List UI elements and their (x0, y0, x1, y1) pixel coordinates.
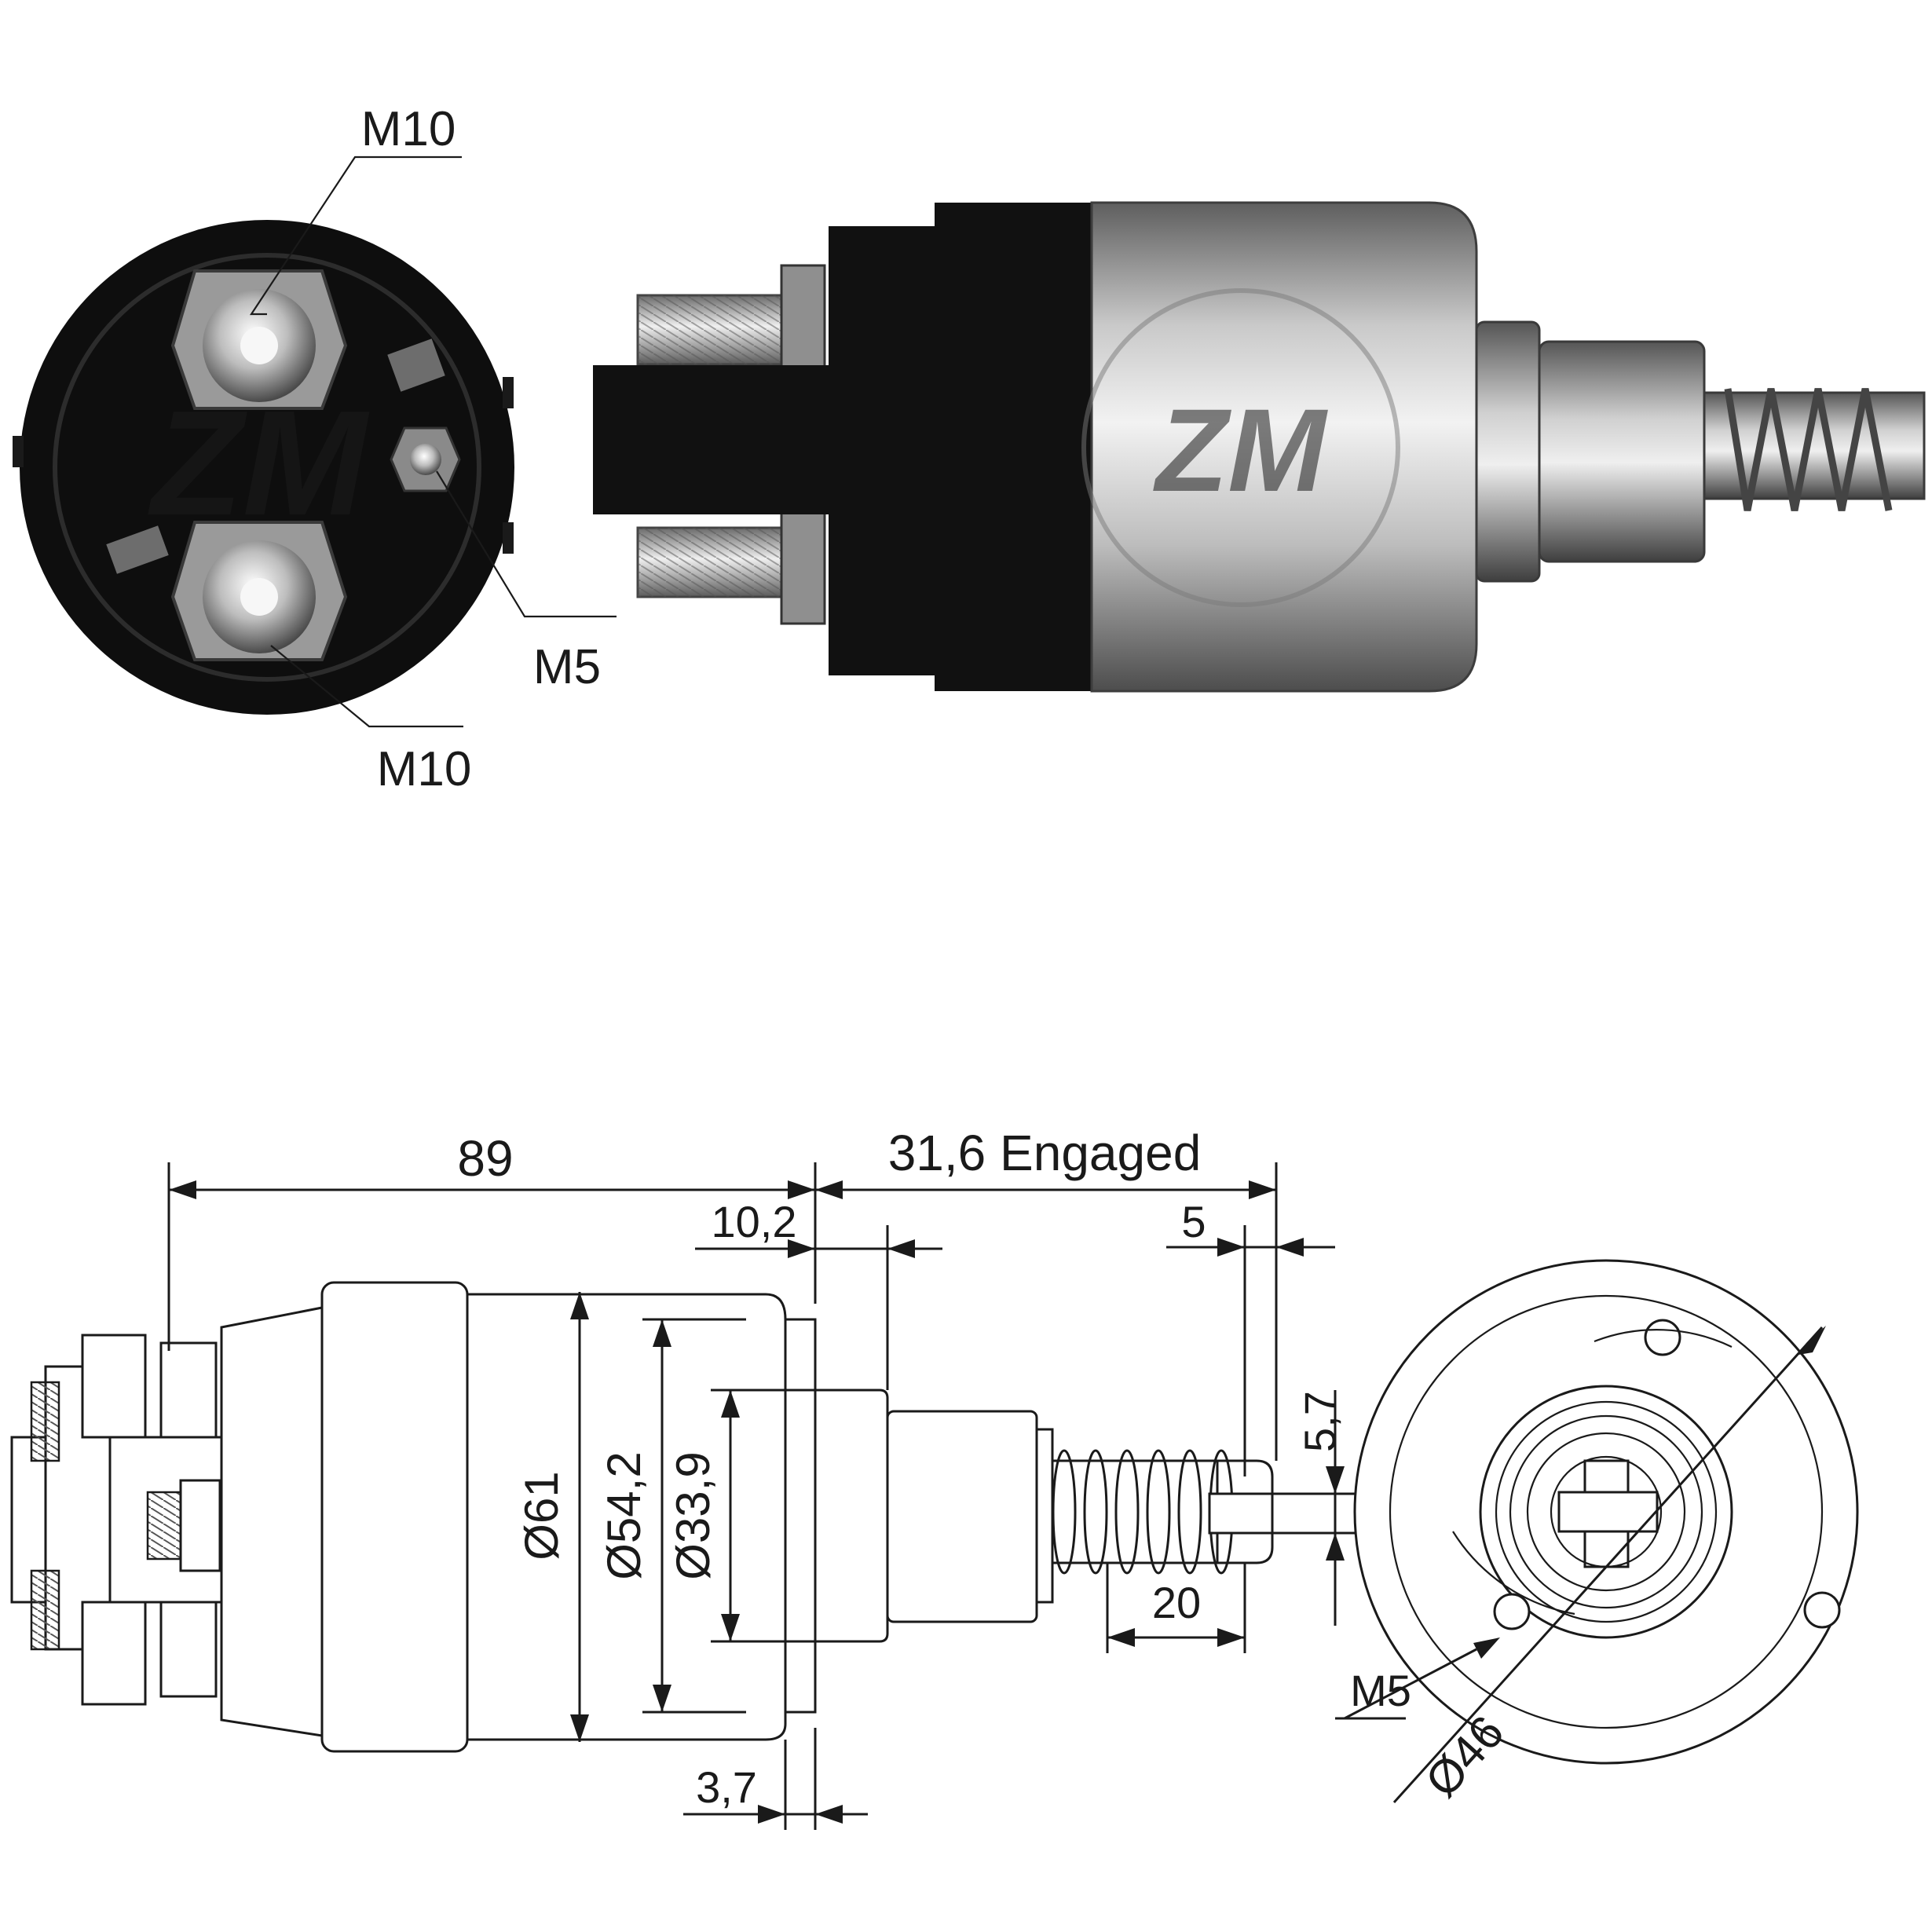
plunger-drawing (886, 1410, 1038, 1623)
mount-hole-top (1644, 1319, 1681, 1356)
stud-terminal-bottom (170, 521, 348, 661)
end-view-photo: ZM (13, 220, 514, 715)
leader-m10-bottom (270, 645, 463, 728)
side-view-photo: ZM (593, 201, 1926, 693)
dim-5: 5 (1181, 1197, 1206, 1246)
dim-89: 89 (457, 1130, 513, 1187)
dim-stroke-engaged: 31,6 Engaged (888, 1125, 1202, 1181)
technical-drawing-end: M5 Ø46 (1335, 1259, 1859, 1807)
dim-3-7: 3,7 (696, 1762, 757, 1812)
nut-drawing-top (81, 1334, 147, 1439)
spring (1724, 388, 1893, 511)
label-m10-bottom: M10 (377, 742, 472, 796)
logo-watermark: ZM (148, 380, 370, 547)
leader-m5 (436, 470, 617, 618)
mount-hole-left (1493, 1593, 1531, 1630)
dim-dia-61: Ø61 (515, 1471, 568, 1560)
housing-drawing (466, 1293, 787, 1741)
cap-drawing (320, 1281, 469, 1753)
plunger-body (1538, 340, 1706, 563)
dim-10-2: 10,2 (712, 1197, 797, 1246)
label-m10-top: M10 (361, 102, 456, 156)
plunger-rod-drawing (1051, 1459, 1219, 1564)
dim-20: 20 (1152, 1578, 1201, 1627)
logo-on-housing: ZM (1153, 384, 1329, 516)
dim-dia-33-9: Ø33,9 (667, 1451, 719, 1579)
plunger-collar (1475, 320, 1541, 583)
mount-hole-right (1803, 1591, 1841, 1629)
stud-terminal-m5 (390, 426, 461, 492)
dia-46-line (1392, 1326, 1824, 1804)
label-m5: M5 (533, 640, 601, 694)
dim-5-7: 5,7 (1295, 1391, 1345, 1452)
technical-drawing-side: 89 31,6 Engaged 10,2 5 5,7 20 (10, 1125, 1359, 1830)
steel-housing (1090, 201, 1478, 693)
stud-terminal-top (170, 269, 348, 410)
black-cap (829, 203, 1092, 691)
cap-end-face (20, 220, 514, 715)
connector-tab (593, 365, 844, 514)
nut-drawing-bottom (81, 1601, 147, 1706)
dim-dia-54-2: Ø54,2 (598, 1451, 650, 1579)
leader-m10-top (249, 156, 462, 316)
label-end-m5: M5 (1350, 1666, 1411, 1715)
nut-bottom (780, 495, 826, 625)
